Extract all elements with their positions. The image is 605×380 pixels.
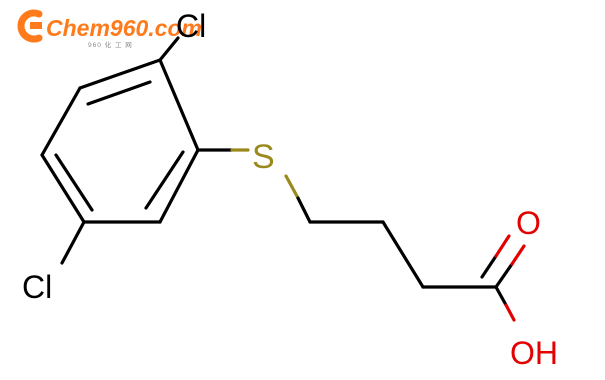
hydroxyl-label: OH [510, 335, 558, 371]
logo-text: Chem960.com [46, 15, 202, 41]
ring-bond [40, 153, 86, 224]
s-chain-bond [296, 196, 312, 224]
cl-bottom-bond [60, 220, 86, 265]
logo-tagline: 960 化 工 网 [88, 40, 133, 49]
ring-bond [158, 148, 200, 224]
ring-bond [158, 58, 200, 152]
ring-bond [78, 58, 162, 90]
cl-top-bond [158, 36, 180, 62]
logo-c-icon [17, 9, 43, 43]
ring-double-bond [54, 153, 94, 212]
hydroxyl-bond [494, 285, 508, 307]
sulfur-label: S [252, 138, 275, 176]
carbonyl-bond [494, 262, 514, 289]
chlorine-top-label: Cl [176, 8, 206, 44]
s-chain-bond-colored [284, 174, 300, 200]
ring-double-bond [86, 80, 152, 106]
carbonyl-double-bond-colored [494, 234, 511, 258]
benzene-ring [40, 58, 200, 224]
chem960-logo: Chem960.com 960 化 工 网 [17, 9, 202, 49]
ring-bond [40, 86, 82, 157]
hydroxyl-bond-colored [504, 303, 516, 322]
oxygen-carbonyl-label: O [516, 205, 541, 241]
ring-double-bond [144, 150, 185, 210]
chlorine-bottom-label: Cl [22, 269, 52, 305]
carbonyl-bond-colored [510, 244, 526, 266]
chain-bond [381, 220, 425, 289]
carbonyl-double-bond [480, 254, 498, 279]
